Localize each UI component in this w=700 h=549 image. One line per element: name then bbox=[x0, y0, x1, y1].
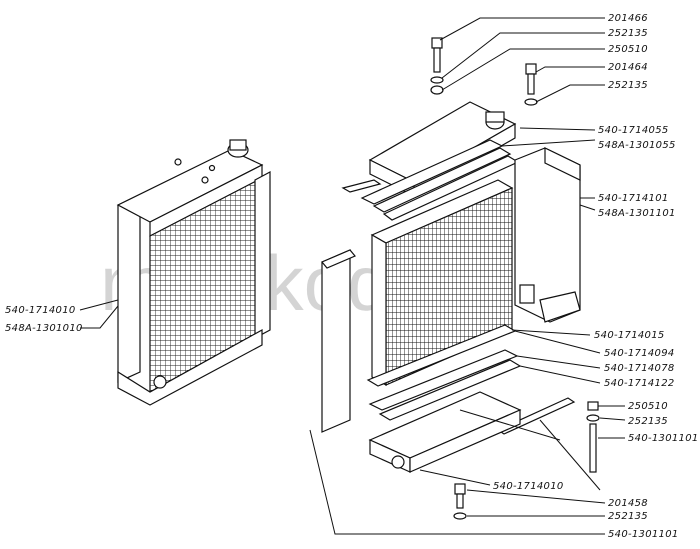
label-548a-1301101: 548A-1301101 bbox=[598, 208, 676, 219]
label-252135-c: 252135 bbox=[628, 416, 668, 427]
assembled-radiator bbox=[116, 139, 271, 406]
label-201466: 201466 bbox=[608, 13, 648, 24]
label-540-1714101: 540-1714101 bbox=[598, 193, 669, 204]
left-side-plate bbox=[321, 249, 356, 433]
label-250510-a: 250510 bbox=[608, 44, 648, 55]
label-540-1714015: 540-1714015 bbox=[594, 330, 665, 341]
label-left-1: 540-1714010 bbox=[5, 305, 76, 316]
label-252135-b: 252135 bbox=[608, 80, 648, 91]
label-540-1714010-b: 540-1714010 bbox=[493, 481, 564, 492]
label-540-1714078: 540-1714078 bbox=[604, 363, 675, 374]
bolt-201464 bbox=[524, 63, 538, 106]
label-250510-b: 250510 bbox=[628, 401, 668, 412]
label-540-1301101-b: 540-1301101 bbox=[628, 433, 699, 444]
label-left-2: 548A-1301010 bbox=[5, 323, 83, 334]
label-540-1714094: 540-1714094 bbox=[604, 348, 675, 359]
bottom-tank bbox=[368, 391, 522, 473]
label-252135-d: 252135 bbox=[608, 511, 648, 522]
bolt-201458 bbox=[453, 483, 467, 520]
label-548a-1301055: 548A-1301055 bbox=[598, 140, 676, 151]
stud-540-1301101 bbox=[586, 401, 600, 473]
right-side-plate bbox=[514, 147, 581, 323]
label-540-1714122: 540-1714122 bbox=[604, 378, 675, 389]
bolt-201466 bbox=[430, 37, 444, 95]
label-252135-a: 252135 bbox=[608, 28, 648, 39]
label-201458: 201458 bbox=[608, 498, 648, 509]
label-201464: 201464 bbox=[608, 62, 648, 73]
strip-top-left bbox=[341, 179, 382, 193]
label-540-1714055: 540-1714055 bbox=[598, 125, 669, 136]
label-540-1301101-c: 540-1301101 bbox=[608, 529, 679, 540]
leader-lines bbox=[309, 17, 626, 535]
